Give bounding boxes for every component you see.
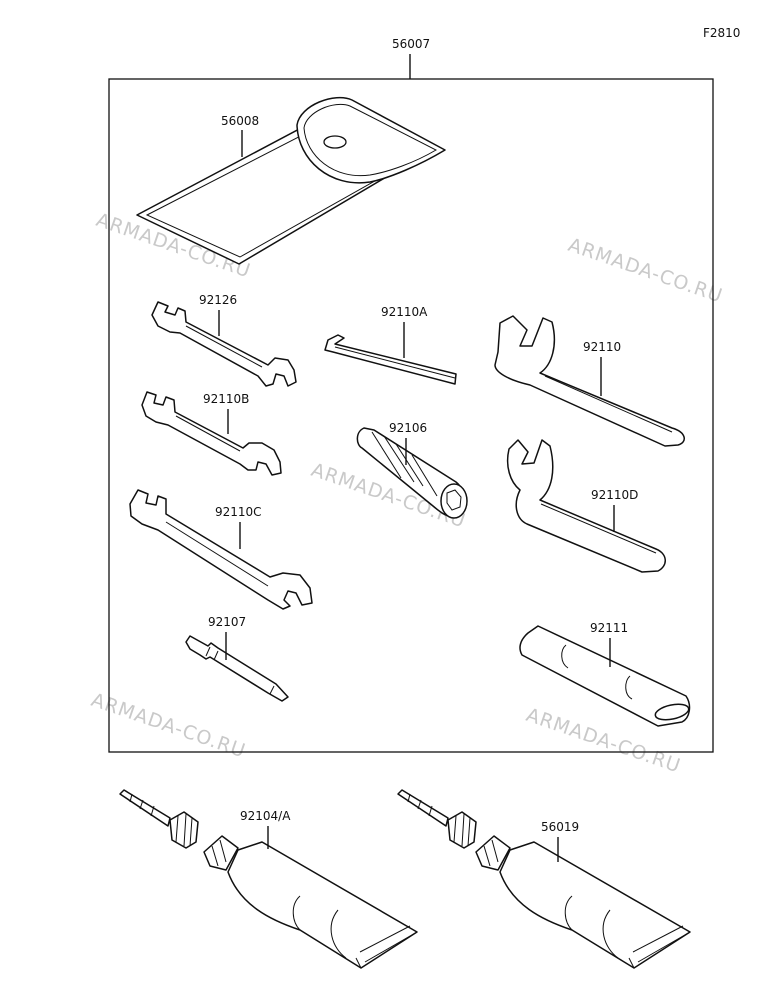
watermark-2: ARMADA-CO.RU (565, 234, 725, 308)
screwdriver-bit-92107 (185, 635, 289, 702)
extension-handle-92111 (519, 625, 691, 727)
label-92111: 92111 (590, 621, 628, 635)
grease-tube-92104A (119, 789, 418, 969)
label-56019: 56019 (541, 820, 579, 834)
hook-wrench-92110 (494, 315, 685, 447)
label-92110C: 92110C (215, 505, 262, 519)
hook-wrench-92110D (506, 439, 666, 573)
label-92104A: 92104/A (240, 809, 291, 823)
hex-key-92110A (324, 334, 457, 385)
label-92107: 92107 (208, 615, 246, 629)
tool-pouch (136, 96, 446, 265)
wrench-92126 (151, 301, 297, 387)
grease-tube-56019 (397, 789, 691, 969)
label-92110A: 92110A (381, 305, 428, 319)
wrench-92110B (141, 391, 282, 476)
label-92110B: 92110B (203, 392, 249, 406)
label-92126: 92126 (199, 293, 237, 307)
label-92110: 92110 (583, 340, 621, 354)
box-driver-92106 (356, 427, 468, 519)
assembly-frame (108, 78, 714, 753)
label-56008: 56008 (221, 114, 259, 128)
wrench-92110C (129, 489, 313, 610)
label-92110D: 92110D (591, 488, 638, 502)
label-92106: 92106 (389, 421, 427, 435)
figure-code: F2810 (703, 26, 740, 40)
label-56007: 56007 (392, 37, 430, 51)
